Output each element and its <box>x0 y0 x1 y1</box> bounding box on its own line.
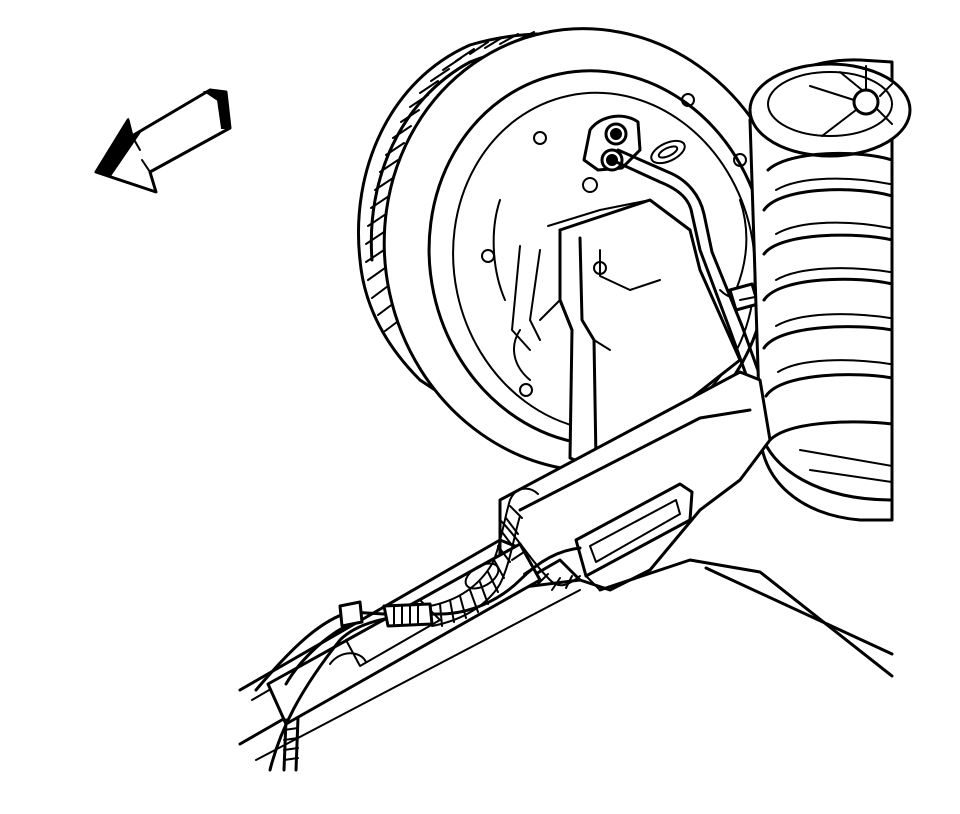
harness-conduit <box>429 487 581 627</box>
arrow-left-up-icon <box>94 88 232 194</box>
lower-control-arm <box>498 370 894 678</box>
brake-line-fittings <box>582 114 762 382</box>
wiring-harness <box>254 487 582 772</box>
coil-spring <box>748 58 912 522</box>
adjuster-slot <box>650 139 686 165</box>
